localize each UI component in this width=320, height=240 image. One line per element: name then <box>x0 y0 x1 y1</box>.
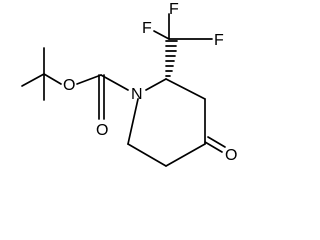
stereo-hash-bond <box>165 40 178 77</box>
bond-c4-to-c5 <box>165 143 206 167</box>
atom-label-nitrogen: N <box>131 86 143 103</box>
atom-label-carbonyl-oxygen: O <box>96 122 108 139</box>
atom-label-fluorine-left: F <box>142 20 152 37</box>
bond-ketone-double-2 <box>207 136 226 148</box>
bond-c6-to-n <box>127 98 139 145</box>
bond-tbu-methyl-left <box>21 73 45 87</box>
bond-n-to-c2 <box>145 78 167 91</box>
atom-label-fluorine-top: F <box>169 1 179 18</box>
bond-ketone-double-1 <box>204 141 223 153</box>
bond-carbonyl-to-n <box>100 74 129 91</box>
atom-label-fluorine-right: F <box>214 32 224 49</box>
bond-cf3-to-f-left <box>153 30 170 40</box>
atom-label-ketone-oxygen: O <box>225 147 237 164</box>
bond-ester-o-to-carbonyl <box>76 74 102 85</box>
bond-c2-to-c3 <box>165 78 206 100</box>
structure-svg: O O N O F F F <box>21 1 237 167</box>
bond-c5-to-c6 <box>127 143 167 167</box>
atom-label-ester-oxygen: O <box>63 77 75 94</box>
molecule-diagram: O O N O F F F <box>21 1 237 167</box>
bond-tbu-to-ester-o <box>43 73 62 85</box>
